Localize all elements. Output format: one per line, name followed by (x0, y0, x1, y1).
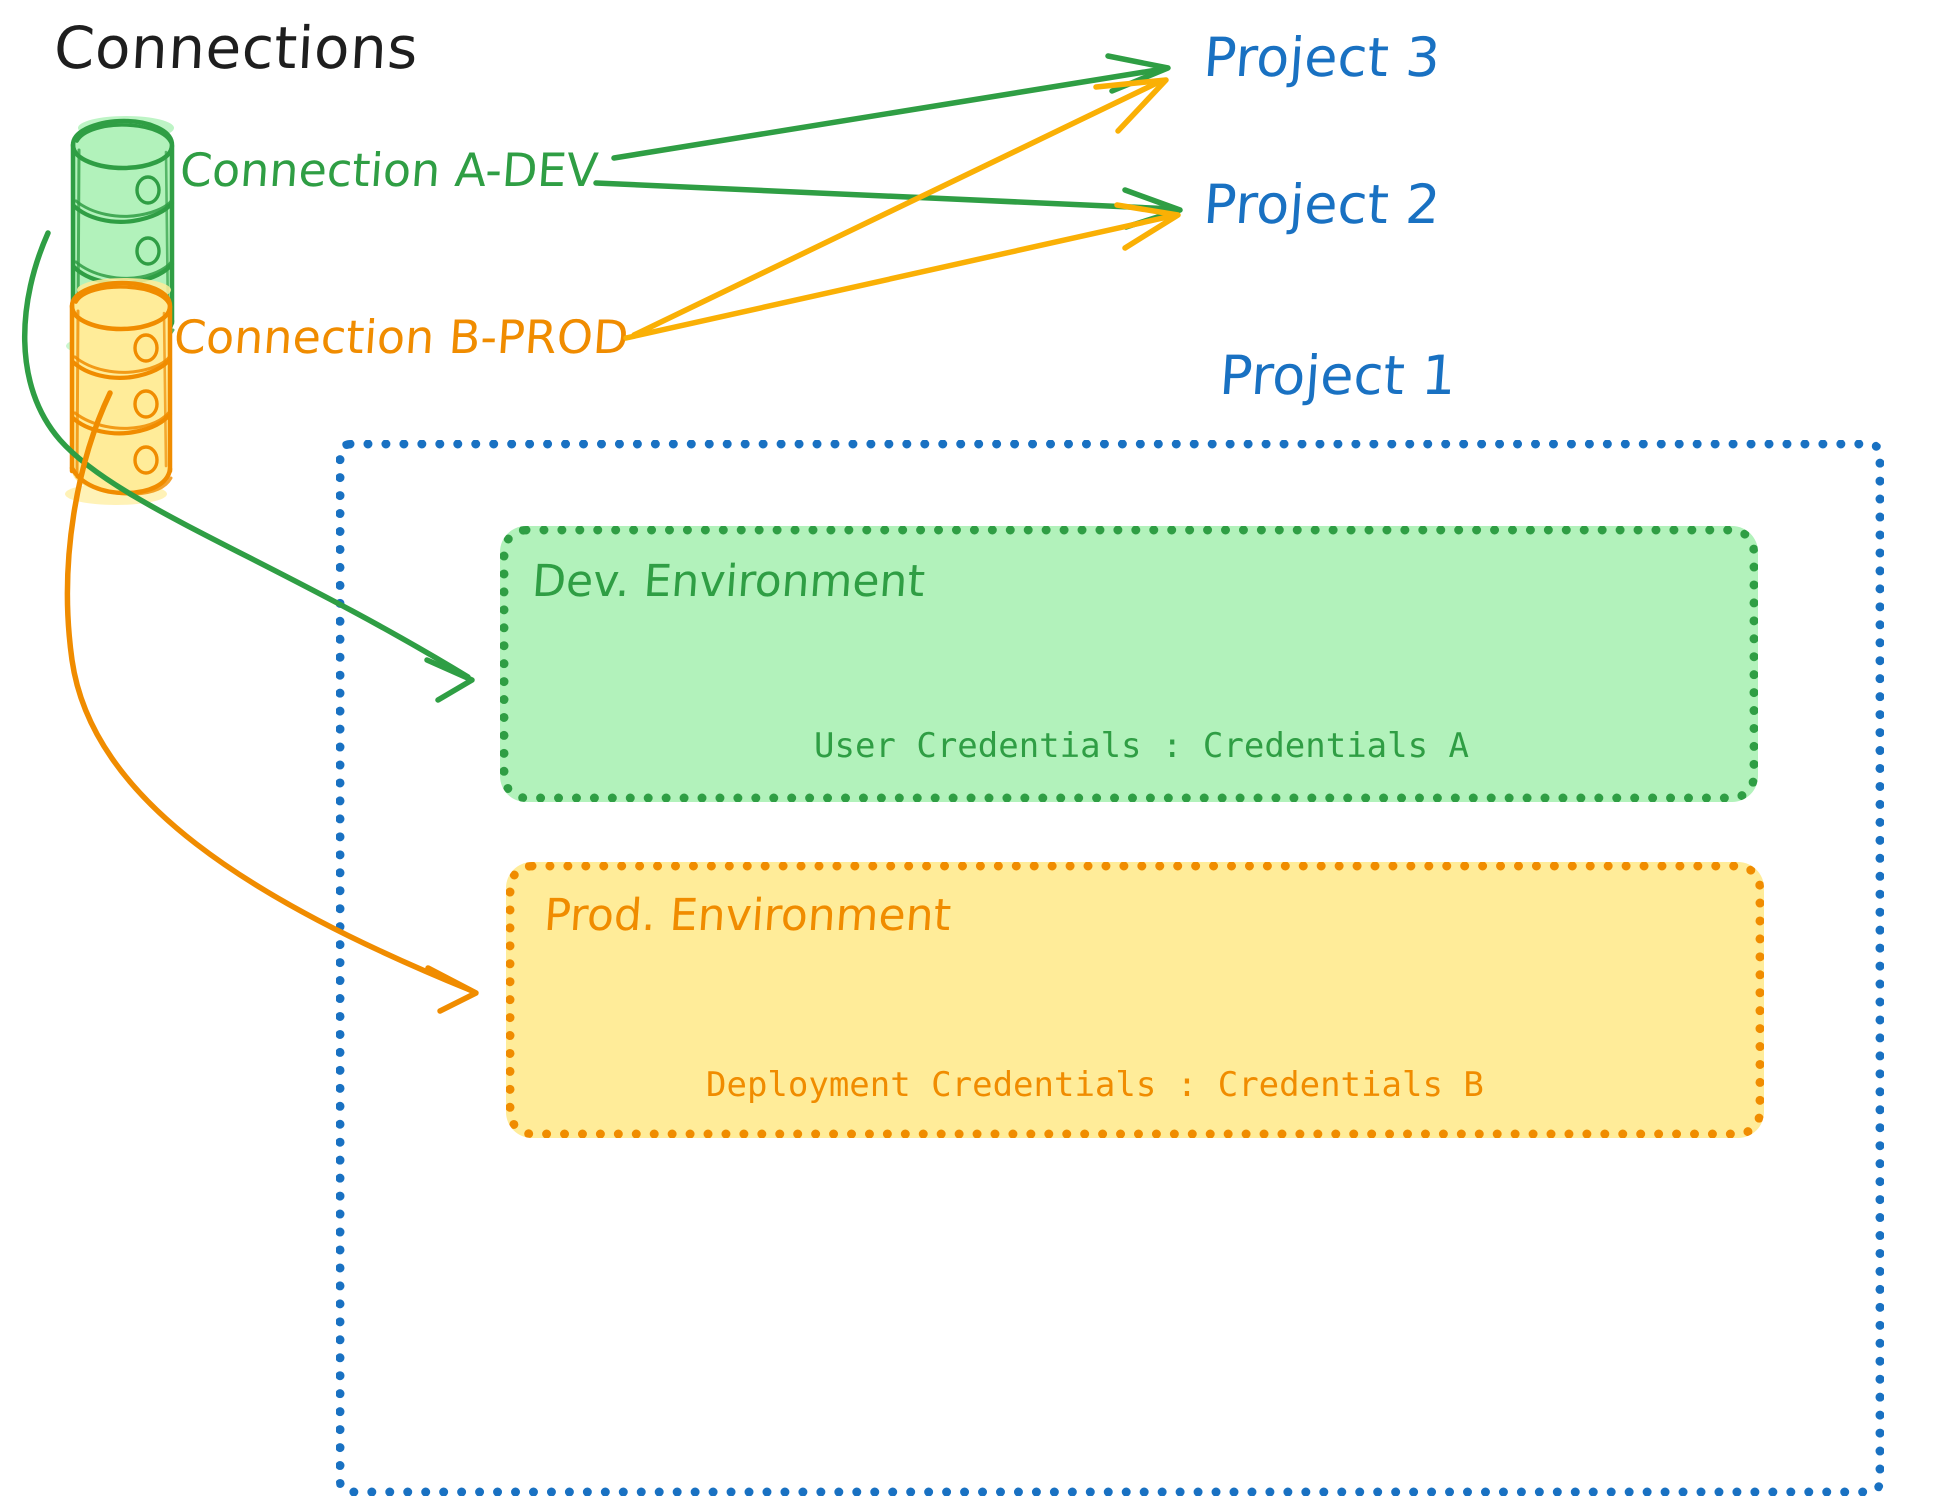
database-cylinder-icon-orange[interactable] (65, 278, 173, 505)
edge-connection-a-to-dev-environment (22, 230, 475, 703)
dev-environment-box[interactable] (500, 526, 1758, 802)
prod-environment-credentials: Deployment Credentials : Credentials B (706, 1065, 1484, 1105)
dev-environment-credentials: User Credentials : Credentials A (814, 726, 1470, 766)
edge-connection-a-to-project-2 (593, 180, 1183, 230)
project-1-container (336, 440, 1884, 1496)
prod-environment-box[interactable] (506, 862, 1764, 1138)
edge-connection-b-to-prod-environment (64, 390, 479, 1014)
edge-connection-b-to-project-3 (631, 77, 1169, 338)
edge-connection-a-to-project-3 (611, 53, 1171, 161)
edge-connection-b-to-project-2 (623, 202, 1181, 341)
